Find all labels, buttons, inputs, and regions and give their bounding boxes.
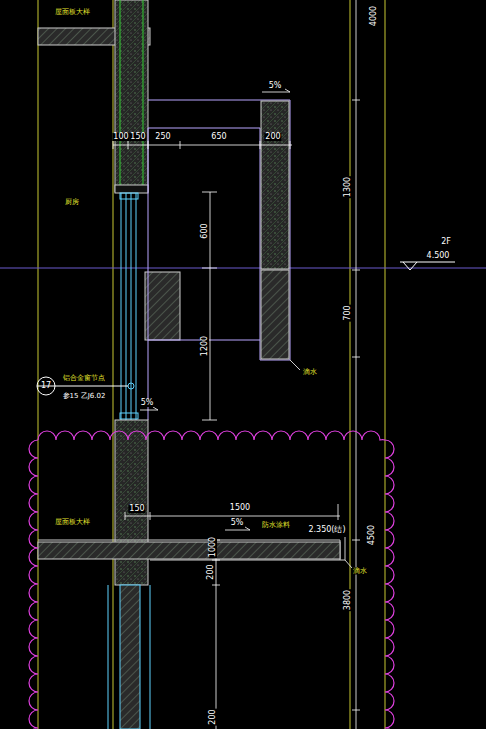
dimension-label: 5%: [268, 82, 283, 90]
dimension-label: 200: [264, 133, 281, 141]
dimension-label: 屋面板大样: [54, 519, 91, 526]
dimension-label: 参15 乙J6.02: [62, 393, 107, 400]
dimension-label: 1500: [229, 504, 251, 512]
dimension-label: 滴水: [302, 369, 318, 376]
dimension-label: 防水涂料: [261, 522, 291, 529]
dimension-label: 4500: [368, 524, 376, 546]
upper-wall: [38, 0, 150, 193]
dimension-label: 1300: [344, 176, 352, 198]
canopy: [145, 100, 290, 420]
dimension-label: 150: [128, 505, 145, 513]
dimension-label: 1000: [209, 536, 217, 558]
dimension-label: 3800: [344, 589, 352, 611]
dimension-label: 2F: [440, 238, 452, 246]
dimension-label: 650: [210, 133, 227, 141]
dimension-label: 150: [129, 133, 146, 141]
dimension-label: 200: [207, 563, 215, 580]
revision-cloud: [29, 431, 394, 729]
dimension-label: 700: [344, 304, 352, 321]
dimension-label: 滴水: [352, 568, 368, 575]
dimension-label: 厨房: [64, 199, 80, 206]
dimension-label: 4000: [370, 5, 378, 27]
dimension-lines: [113, 0, 360, 729]
dimension-label: 1200: [201, 335, 209, 357]
dimension-label: 5%: [140, 399, 155, 407]
dimension-label: 250: [154, 133, 171, 141]
dimension-label: 4.500: [426, 252, 451, 260]
dimension-label: 600: [201, 222, 209, 239]
dimension-label: 屋面板大样: [54, 9, 91, 16]
dimension-label: 铝合金窗节点: [62, 375, 106, 382]
dimension-label: 2.350(结): [307, 526, 346, 534]
lower-wall: [38, 420, 345, 729]
dimension-label: 100: [112, 133, 129, 141]
callout-number: 17: [40, 382, 52, 390]
dimension-label: 5%: [230, 519, 245, 527]
dimension-label: 200: [209, 708, 217, 725]
